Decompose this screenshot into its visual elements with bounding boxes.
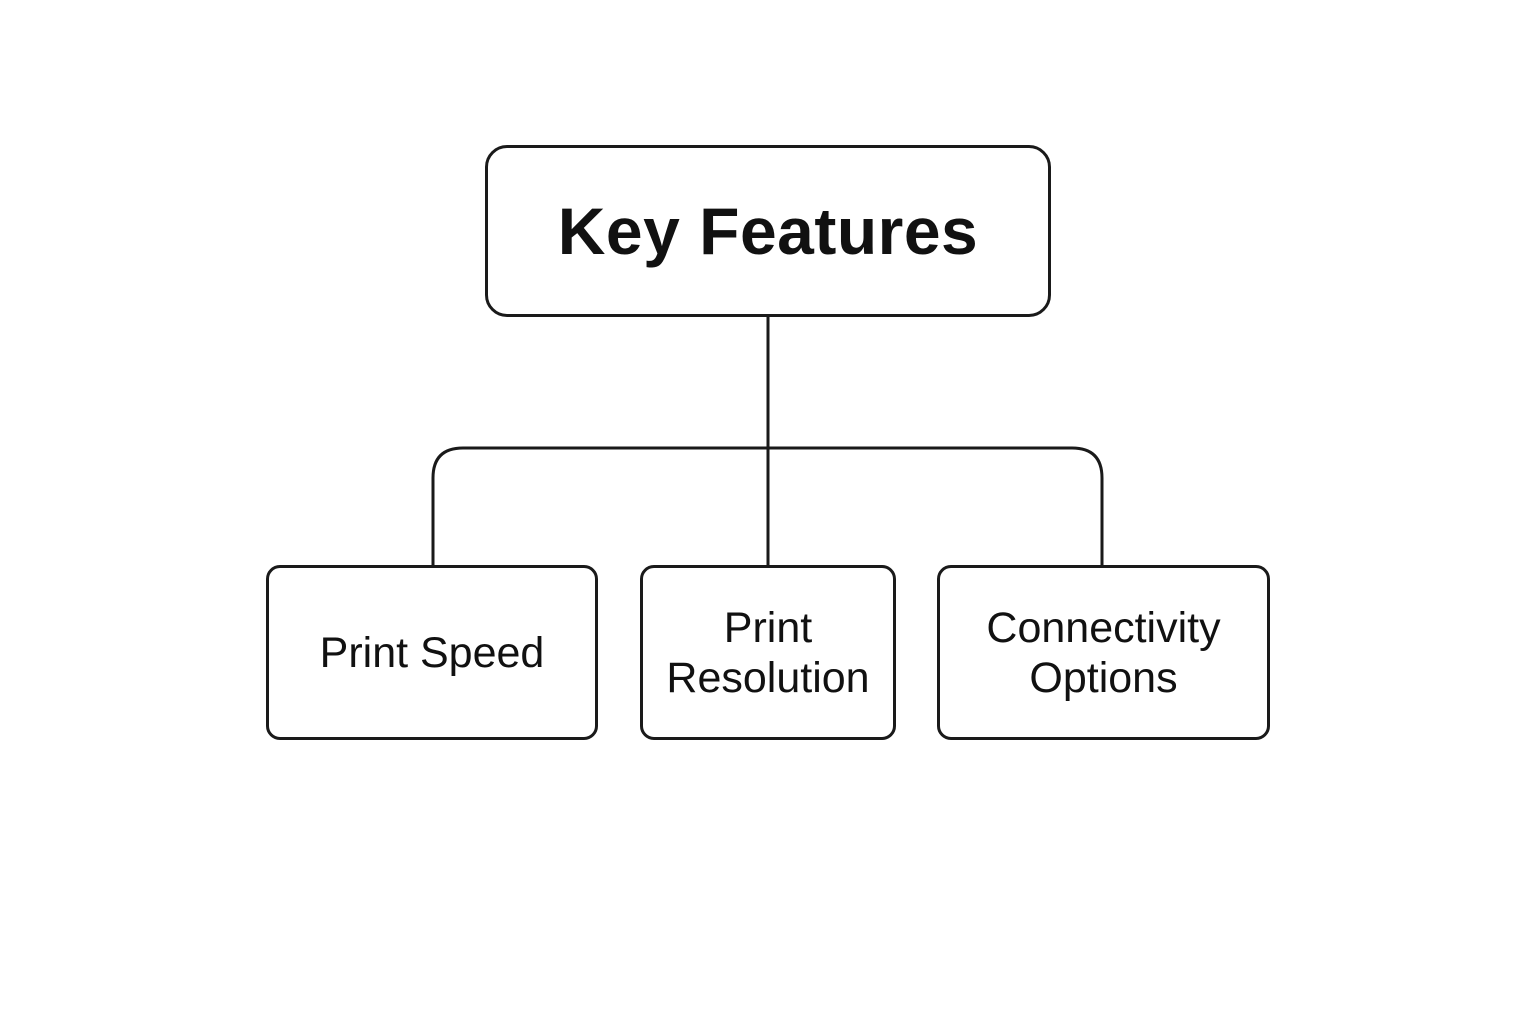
root-node-key-features: Key Features [485, 145, 1051, 317]
child-node-connectivity-options: Connectivity Options [937, 565, 1270, 740]
root-node-label: Key Features [557, 194, 979, 268]
child-node-label: Print Resolution [666, 603, 870, 702]
child-node-label: Connectivity Options [986, 603, 1221, 702]
child-node-print-speed: Print Speed [266, 565, 598, 740]
child-node-print-resolution: Print Resolution [640, 565, 896, 740]
branch-bar-line [431, 446, 1104, 565]
child-node-label: Print Speed [319, 628, 545, 677]
